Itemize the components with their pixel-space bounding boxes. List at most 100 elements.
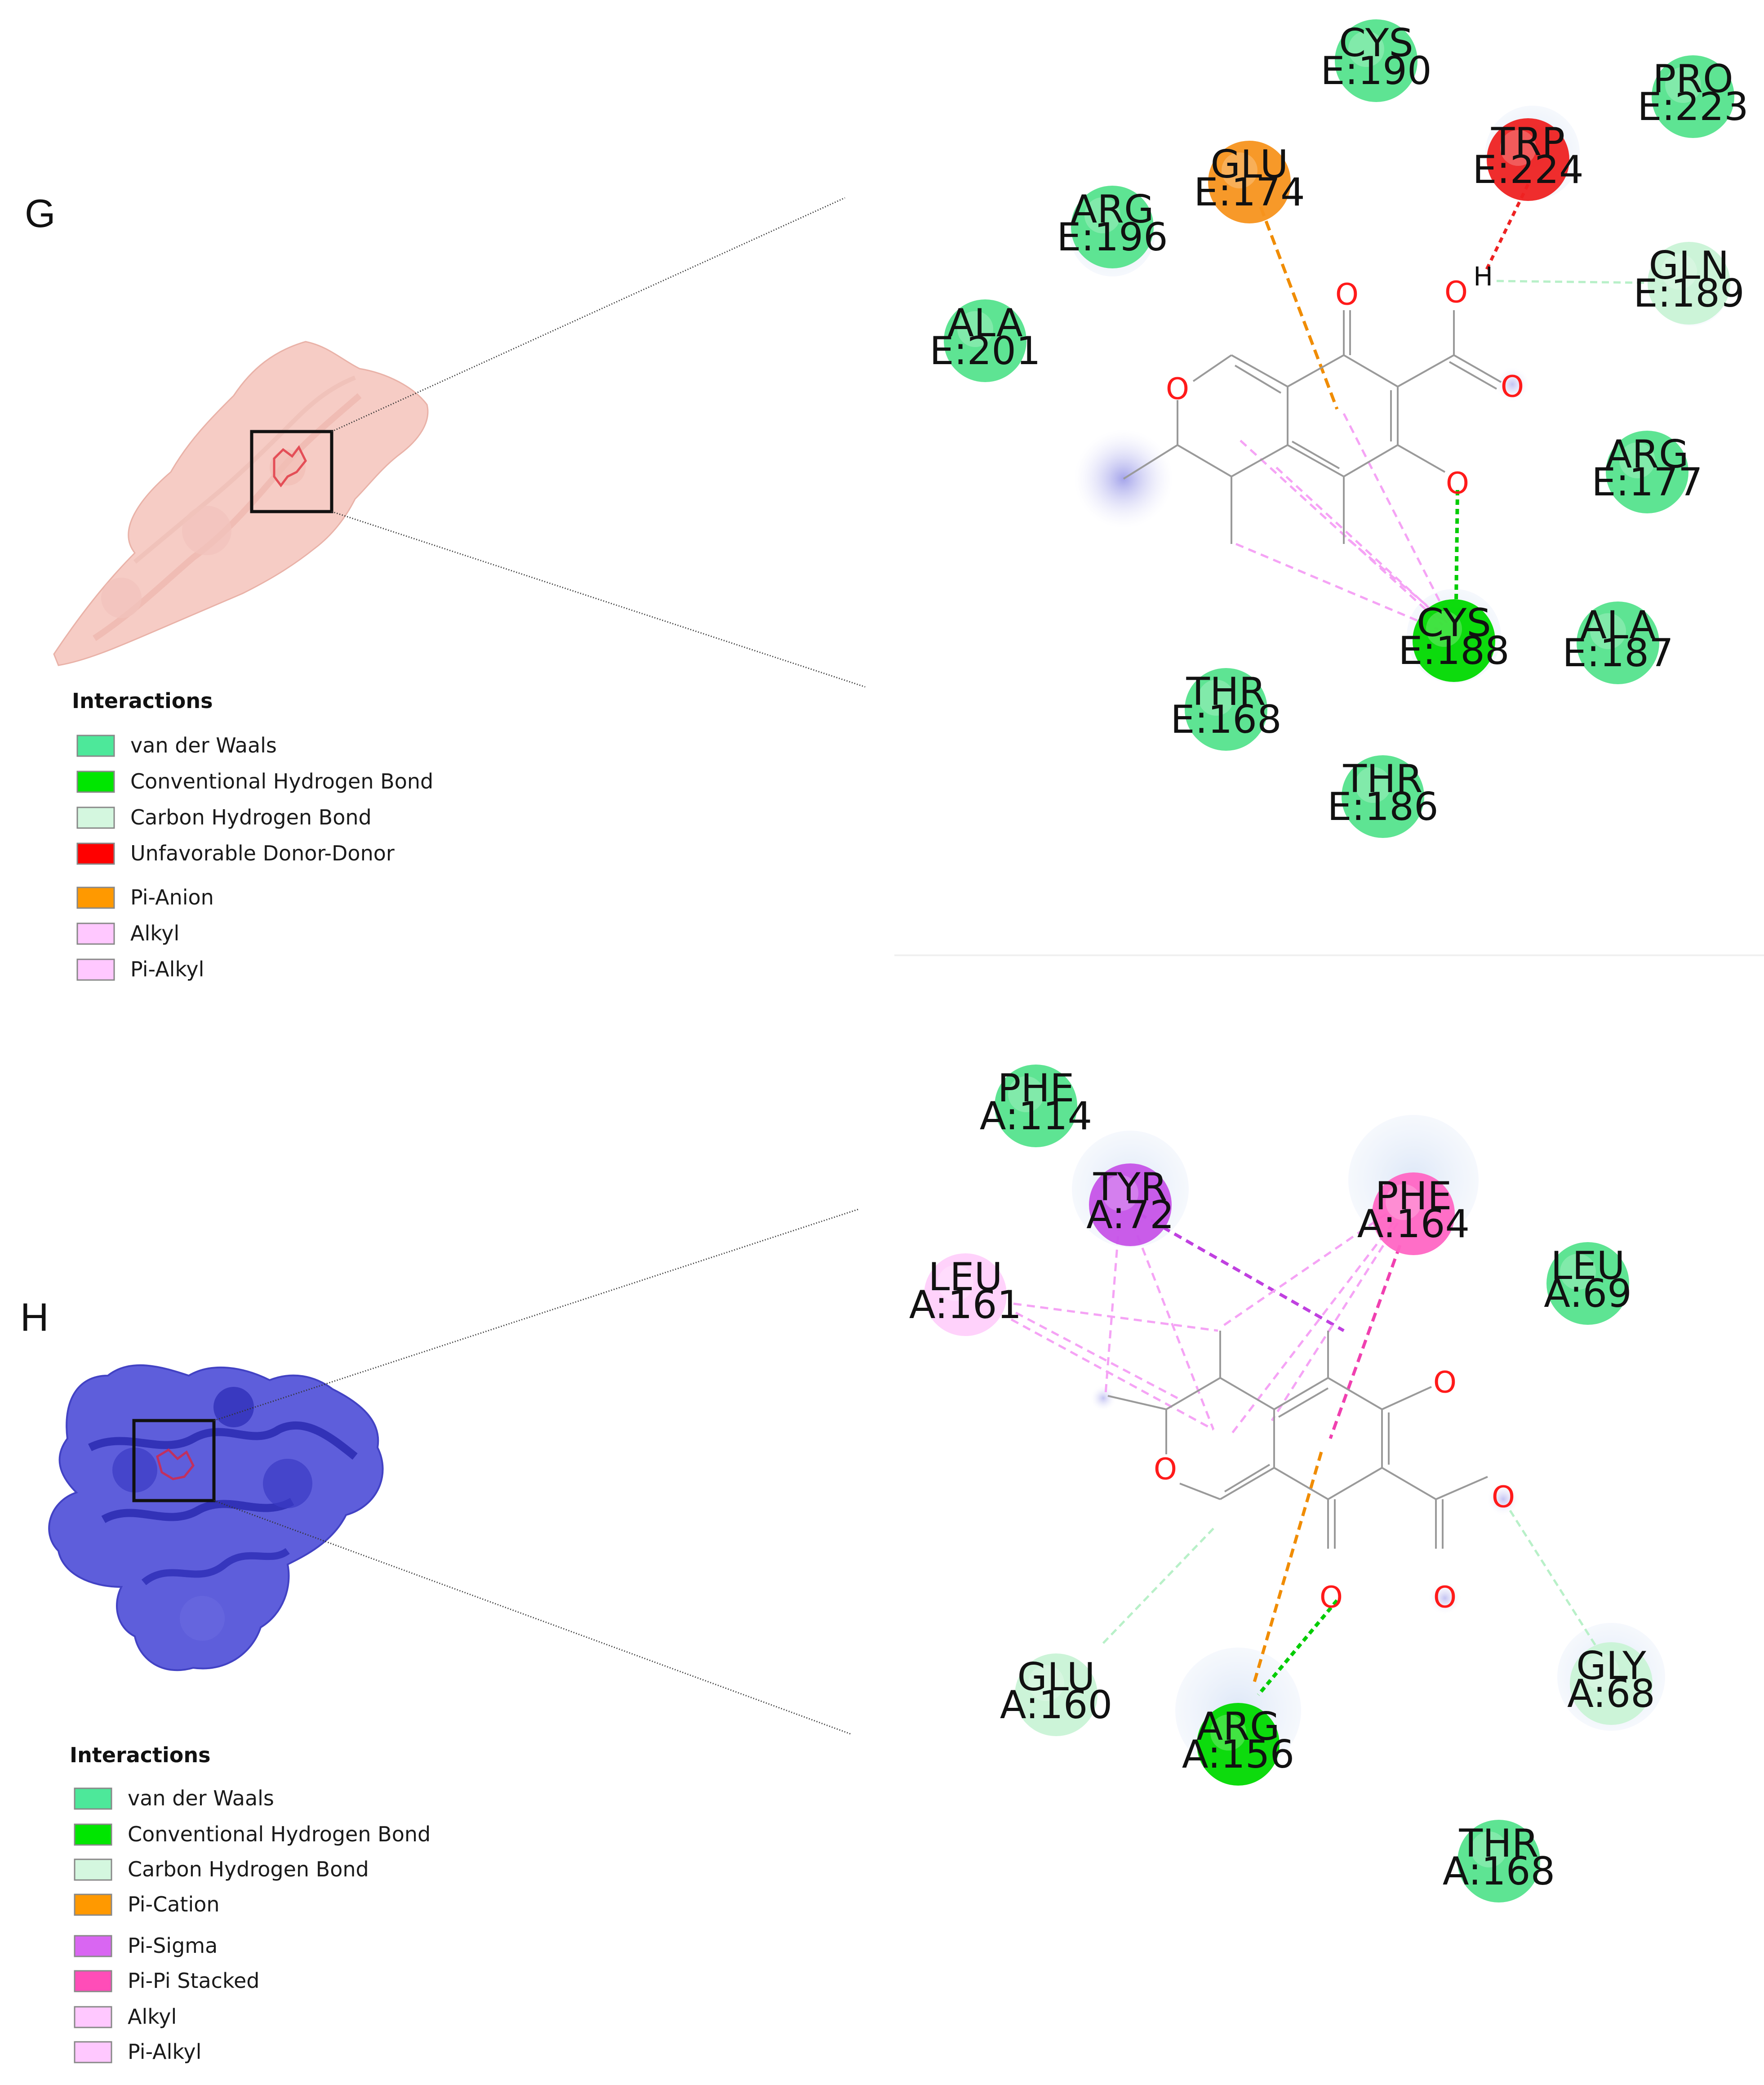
legend-item: Carbon Hydrogen Bond	[74, 1857, 369, 1881]
residue-name: LEU	[928, 1255, 1002, 1300]
residue-disc	[1487, 118, 1569, 201]
ligand-thumbnail-g	[273, 445, 307, 488]
legend-item: van der Waals	[76, 733, 277, 757]
legend-swatch	[74, 1935, 112, 1957]
residue-disc	[1546, 1242, 1629, 1325]
legend-item: Alkyl	[74, 2005, 177, 2029]
residue-name: ARG	[1071, 187, 1154, 232]
residue-disc	[1457, 1820, 1540, 1902]
residue-number: A:164	[1357, 1202, 1470, 1247]
residue-number: E:168	[1170, 697, 1281, 742]
residue-disc	[1413, 599, 1495, 682]
atom-o-hydroxyl: O	[1446, 466, 1469, 501]
legend-swatch	[74, 1970, 112, 1992]
residue-number: E:187	[1562, 631, 1673, 676]
legend-label: Alkyl	[130, 921, 179, 945]
legend-label: van der Waals	[130, 733, 277, 757]
legend-item: Pi-Pi Stacked	[74, 1969, 259, 1993]
panel-h: H Interactions van der WaalsConventional…	[20, 1065, 1665, 2064]
residue-name: ALA	[1580, 603, 1656, 648]
residue-name: LEU	[1551, 1243, 1625, 1288]
legend-swatch	[76, 806, 115, 829]
legend-label: Pi-Sigma	[128, 1934, 218, 1958]
legend-swatch	[74, 2041, 112, 2063]
residue-disc	[995, 1065, 1077, 1147]
residue-number: A:160	[1000, 1683, 1112, 1728]
residue-number: A:156	[1182, 1732, 1294, 1777]
residue-disc	[1342, 755, 1424, 838]
legend-item: Conventional Hydrogen Bond	[76, 769, 433, 793]
binding-site-box-g	[250, 430, 333, 513]
legend-label: Pi-Alkyl	[130, 957, 204, 981]
legend-item: Pi-Anion	[76, 885, 214, 909]
atom-o-acid: O	[1444, 275, 1468, 310]
residue-name: CYS	[1417, 601, 1491, 646]
legend-swatch	[74, 1893, 112, 1916]
legend-title-g: Interactions	[72, 689, 213, 713]
residue-name: GLY	[1576, 1644, 1646, 1688]
residue-number: E:177	[1591, 460, 1702, 505]
residue-name: THR	[1343, 757, 1423, 802]
residue-number: E:189	[1633, 271, 1744, 316]
residue-number: A:72	[1086, 1193, 1174, 1238]
atom-o-carbonyl: O	[1501, 370, 1524, 404]
legend-label: Alkyl	[128, 2005, 177, 2029]
residue-number: A:68	[1567, 1671, 1655, 1716]
legend-label: Conventional Hydrogen Bond	[130, 769, 433, 793]
atom-o-carbonyl-h: O	[1433, 1580, 1457, 1615]
legend-swatch	[76, 922, 115, 945]
residue-number: E:201	[929, 329, 1040, 374]
residue-name: GLU	[1210, 142, 1288, 187]
residue-disc	[1185, 668, 1267, 751]
residue-number: E:190	[1320, 49, 1431, 94]
residue-number: A:114	[980, 1094, 1092, 1139]
residue-name: GLU	[1017, 1655, 1095, 1700]
legend-item: Alkyl	[76, 921, 179, 945]
residue-disc	[1208, 141, 1291, 223]
legend-swatch	[76, 887, 115, 909]
legend-label: Carbon Hydrogen Bond	[128, 1857, 369, 1881]
residue-disc	[1197, 1703, 1280, 1786]
atom-o-acid-h: O	[1492, 1480, 1515, 1515]
atom-o-ketone: O	[1335, 277, 1359, 312]
residue-number: E:174	[1194, 170, 1305, 215]
atom-o-ring-h: O	[1154, 1452, 1177, 1487]
residue-disc	[1648, 242, 1730, 325]
legend-label: Pi-Anion	[130, 885, 214, 909]
protein-surface-g	[53, 341, 429, 666]
residue-number: E:223	[1637, 85, 1748, 129]
residue-name: ALA	[947, 301, 1023, 346]
residue-name: TRP	[1491, 120, 1565, 165]
legend-label: van der Waals	[128, 1786, 274, 1810]
legend-label: Unfavorable Donor-Donor	[130, 841, 395, 865]
legend-label: Conventional Hydrogen Bond	[128, 1822, 431, 1846]
legend-label: Pi-Pi Stacked	[128, 1969, 259, 1993]
atom-o-ring: O	[1166, 372, 1189, 406]
ligand-structure-h: O O O O O	[1107, 1331, 1515, 1615]
legend-swatch	[74, 1823, 112, 1846]
legend-label: Pi-Alkyl	[128, 2040, 201, 2064]
residue-disc	[1015, 1653, 1098, 1736]
legend-item: Pi-Cation	[74, 1892, 220, 1916]
residue-name: ARG	[1605, 432, 1688, 477]
residue-disc	[1652, 55, 1734, 138]
